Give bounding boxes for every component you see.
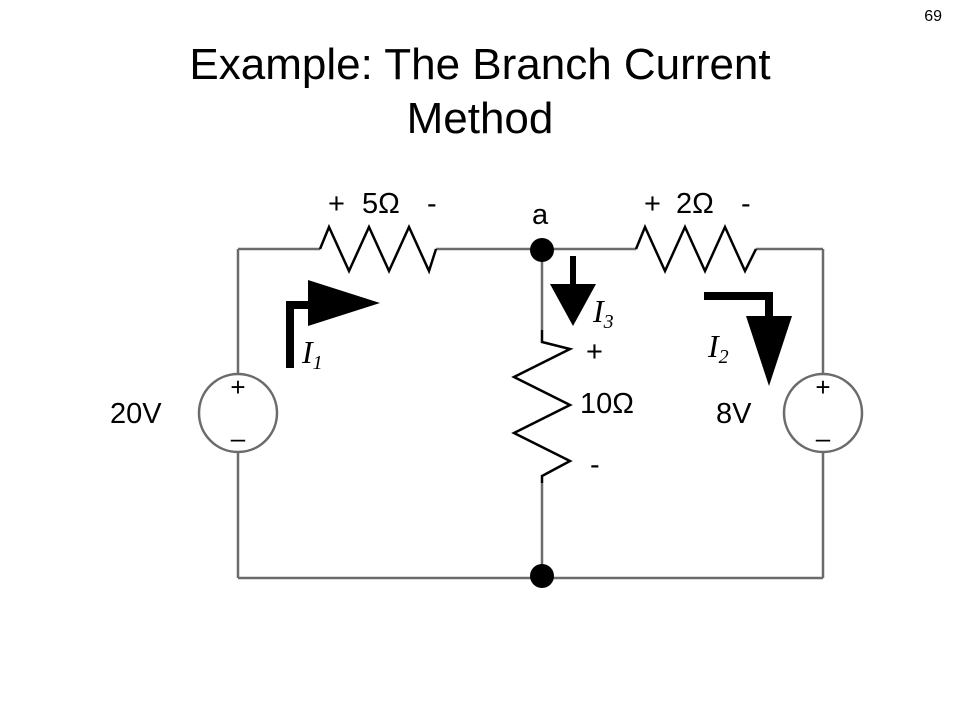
resistor-5-ohm-plus: + — [328, 188, 345, 220]
resistor-2-ohm-plus: + — [644, 188, 661, 220]
resistor-5-ohm — [318, 223, 438, 275]
resistor-2-ohm-minus: - — [741, 188, 751, 220]
node-a-dot — [530, 238, 554, 262]
resistor-2-ohm-labels: + 2Ω - — [644, 188, 751, 220]
source-left-minus: – — [231, 423, 246, 453]
resistor-5-ohm-labels: + 5Ω - — [328, 188, 437, 220]
resistor-10-ohm-value: 10Ω — [580, 388, 634, 420]
resistor-10-ohm — [511, 330, 574, 483]
source-right-minus: – — [816, 423, 831, 453]
node-bottom-dot — [530, 564, 554, 588]
resistor-5-ohm-value: 5Ω — [362, 188, 400, 220]
resistor-5-ohm-minus: - — [427, 188, 437, 220]
current-arrow-i1 — [286, 280, 380, 368]
voltage-source-left: + – — [197, 372, 279, 454]
source-right-plus: + — [815, 372, 830, 402]
current-arrow-i2 — [704, 292, 792, 386]
slide-title: Example: The Branch Current Method — [80, 38, 880, 146]
source-left-plus: + — [230, 372, 245, 402]
resistor-10-ohm-plus: + — [586, 336, 603, 368]
resistor-2-ohm — [634, 223, 758, 275]
node-a-label: a — [532, 199, 549, 231]
source-left-value: 20V — [110, 398, 162, 430]
slide-title-line-2: Method — [406, 94, 554, 143]
slide-number: 69 — [924, 8, 942, 25]
resistor-10-ohm-minus: - — [590, 449, 600, 481]
current-label-i3: I3 — [592, 293, 614, 333]
slide-title-line-1: Example: The Branch Current — [189, 40, 771, 89]
current-arrow-i3 — [550, 256, 596, 326]
current-label-i2: I2 — [707, 328, 729, 368]
resistor-10-ohm-labels: + 10Ω - — [580, 336, 634, 481]
voltage-source-right: + – — [782, 372, 864, 454]
source-right-value: 8V — [716, 398, 752, 430]
current-label-i1: I1 — [301, 334, 323, 374]
resistor-2-ohm-value: 2Ω — [676, 188, 714, 220]
